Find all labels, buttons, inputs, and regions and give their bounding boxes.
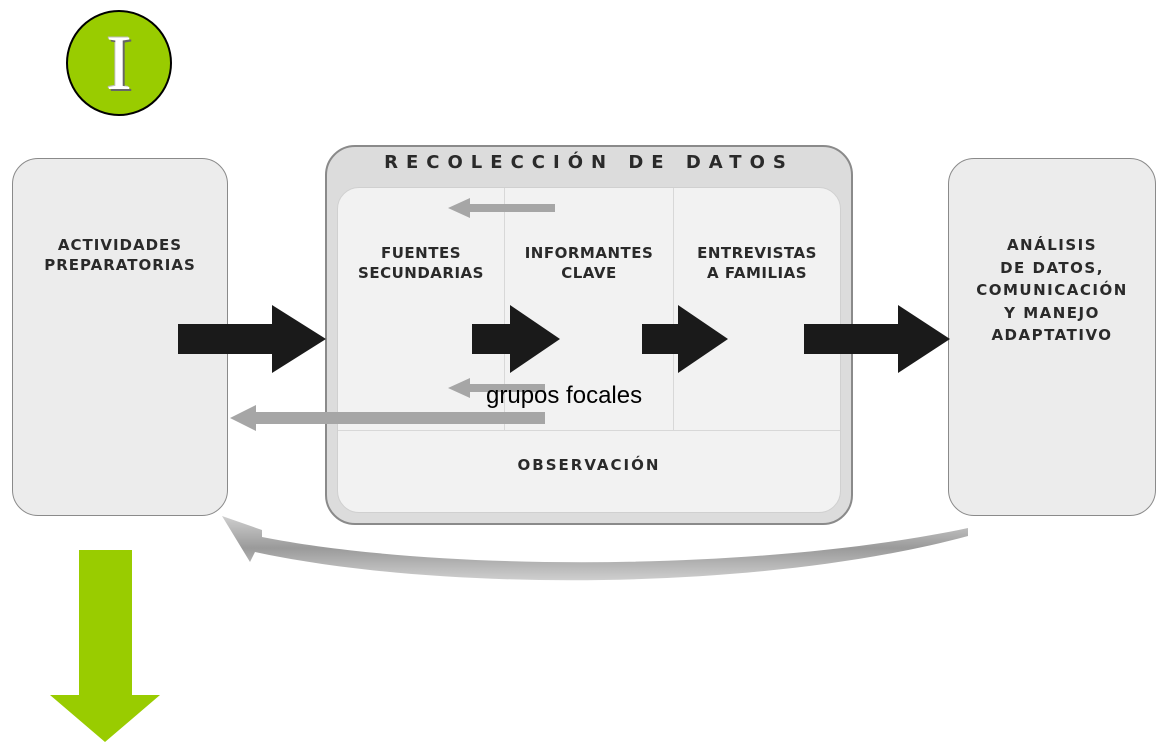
column-divider	[673, 188, 674, 430]
label-line: FUENTES	[380, 244, 461, 262]
flow-arrow-4	[804, 305, 950, 373]
preparatory-activities-label: ACTIVIDADES PREPARATORIAS	[12, 236, 228, 275]
label-line: CLAVE	[561, 263, 617, 282]
label-line: A FAMILIAS	[706, 263, 808, 282]
focus-groups-label: grupos focales	[486, 382, 643, 409]
label-line: ANÁLISIS	[1006, 236, 1098, 254]
flow-arrow-2	[472, 305, 560, 373]
label-line: Y MANEJO	[1004, 303, 1100, 322]
label-line: SECUNDARIAS	[358, 263, 484, 282]
step-badge	[66, 10, 172, 116]
observation-label: OBSERVACIÓN	[517, 456, 661, 474]
family-interviews-label: ENTREVISTAS A FAMILIAS	[674, 244, 840, 283]
observation-divider	[338, 430, 840, 431]
label-line: ACTIVIDADES	[57, 236, 183, 254]
data-collection-title: RECOLECCIÓN DE DATOS	[384, 152, 794, 173]
secondary-sources-label: FUENTES SECUNDARIAS	[338, 244, 504, 283]
down-arrow	[50, 550, 160, 742]
data-collection-inner-panel	[337, 187, 841, 513]
label-line: PREPARATORIAS	[44, 255, 196, 274]
label-line: DE DATOS,	[1000, 258, 1104, 277]
feedback-arrow-curve	[222, 516, 968, 581]
analysis-label: ANÁLISIS DE DATOS, COMUNICACIÓN Y MANEJO…	[948, 234, 1156, 347]
key-informants-label: INFORMANTES CLAVE	[505, 244, 673, 283]
feedback-arrow-mid	[448, 378, 545, 398]
label-line: COMUNICACIÓN	[976, 281, 1128, 299]
feedback-arrow-top	[448, 198, 555, 218]
flow-arrow-3	[642, 305, 728, 373]
analysis-box	[948, 158, 1156, 516]
label-line: ENTREVISTAS	[697, 244, 817, 262]
feedback-arrow-long	[230, 405, 545, 431]
column-divider	[504, 188, 505, 430]
flow-arrow-1	[178, 305, 326, 373]
step-badge-letter: I	[106, 19, 132, 106]
label-line: INFORMANTES	[524, 244, 654, 262]
label-line: ADAPTATIVO	[991, 326, 1113, 344]
